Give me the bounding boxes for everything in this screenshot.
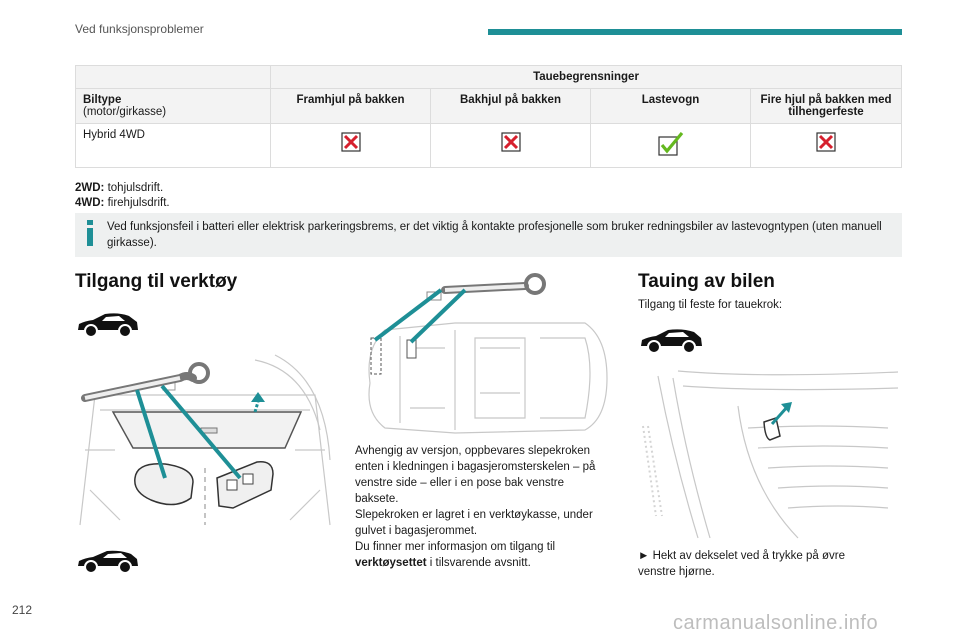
table-group-header: Tauebegrensninger xyxy=(270,65,902,89)
drive-legend: 2WD: tohjulsdrift. 4WD: firehjulsdrift. xyxy=(75,181,170,211)
towing-step: ► Hekt av dekselet ved å trykke på øvre … xyxy=(638,548,878,580)
front-bumper-illustration xyxy=(642,370,899,539)
table-row: Tauebegrensninger xyxy=(75,65,902,89)
paragraph-more-info: Du finner mer informasjon om tilgang til… xyxy=(355,539,610,571)
vehicle-type-sub: (motor/girkasse) xyxy=(83,106,167,118)
table-row: Biltype (motor/girkasse) Framhjul på bak… xyxy=(75,88,902,124)
col-header-flatbed: Lastevogn xyxy=(590,88,751,124)
legend-key-4wd: 4WD: xyxy=(75,197,105,209)
step-marker-icon: ► xyxy=(638,550,650,562)
watermark-text: carmanualsonline.info xyxy=(673,612,879,634)
heading-towing-the-car: Tauing av bilen xyxy=(638,271,775,292)
table-row: Hybrid 4WD xyxy=(75,123,902,168)
section-title: Ved funksjonsproblemer xyxy=(75,22,204,36)
col-header-rear-wheels: Bakhjul på bakken xyxy=(430,88,591,124)
heading-tool-access: Tilgang til verktøy xyxy=(75,271,238,292)
row-label-hybrid-4wd: Hybrid 4WD xyxy=(75,123,271,168)
car-silhouette-icon xyxy=(78,550,138,574)
paragraph-toolbox: Slepekroken er lagret i en verktøykasse,… xyxy=(355,509,593,537)
col-header-front-wheels: Framhjul på bakken xyxy=(270,88,431,124)
towing-eye-storage-illustration xyxy=(368,273,608,434)
car-silhouette-icon xyxy=(78,313,138,338)
car-silhouette-icon xyxy=(641,329,702,354)
col-header-four-wheels: Fire hjul på bakken med tilhengerfeste xyxy=(750,88,902,124)
cross-icon xyxy=(816,132,836,152)
more-info-suffix: i tilsvarende avsnitt. xyxy=(426,557,531,569)
legend-value-4wd: firehjulsdrift. xyxy=(104,197,170,209)
towing-limits-table: Tauebegrensninger Biltype (motor/girkass… xyxy=(75,65,902,168)
towing-intro-text: Tilgang til feste for tauekrok: xyxy=(638,299,783,311)
table-cell-mark xyxy=(750,123,902,168)
vehicle-type-label: Biltype xyxy=(83,94,122,106)
table-cell-mark xyxy=(590,123,751,168)
tool-kit-reference: verktøysettet xyxy=(355,557,427,569)
table-cell-empty xyxy=(75,65,271,89)
legend-key-2wd: 2WD: xyxy=(75,182,105,194)
table-cell-mark xyxy=(270,123,431,168)
info-text: Ved funksjonsfeil i batteri eller elektr… xyxy=(107,221,882,249)
info-box xyxy=(75,213,902,257)
middle-text-block: Avhengig av versjon, oppbevares slepekro… xyxy=(355,443,610,571)
header-accent-bar xyxy=(488,29,902,35)
cross-icon xyxy=(500,132,521,152)
paragraph-storage-version: Avhengig av versjon, oppbevares slepekro… xyxy=(355,445,596,505)
step-text: Hekt av dekselet ved å trykke på øvre ve… xyxy=(638,550,845,578)
info-icon xyxy=(87,220,93,246)
page-number: 212 xyxy=(12,603,33,617)
legend-value-2wd: tohjulsdrift. xyxy=(104,182,164,194)
cross-icon xyxy=(340,132,361,152)
table-cell-mark xyxy=(430,123,591,168)
table-cell-vehicle-type: Biltype (motor/girkasse) xyxy=(75,88,271,124)
check-icon xyxy=(657,132,683,156)
more-info-text: Du finner mer informasjon om tilgang til xyxy=(355,541,556,553)
trunk-toolbox-illustration xyxy=(79,354,331,526)
